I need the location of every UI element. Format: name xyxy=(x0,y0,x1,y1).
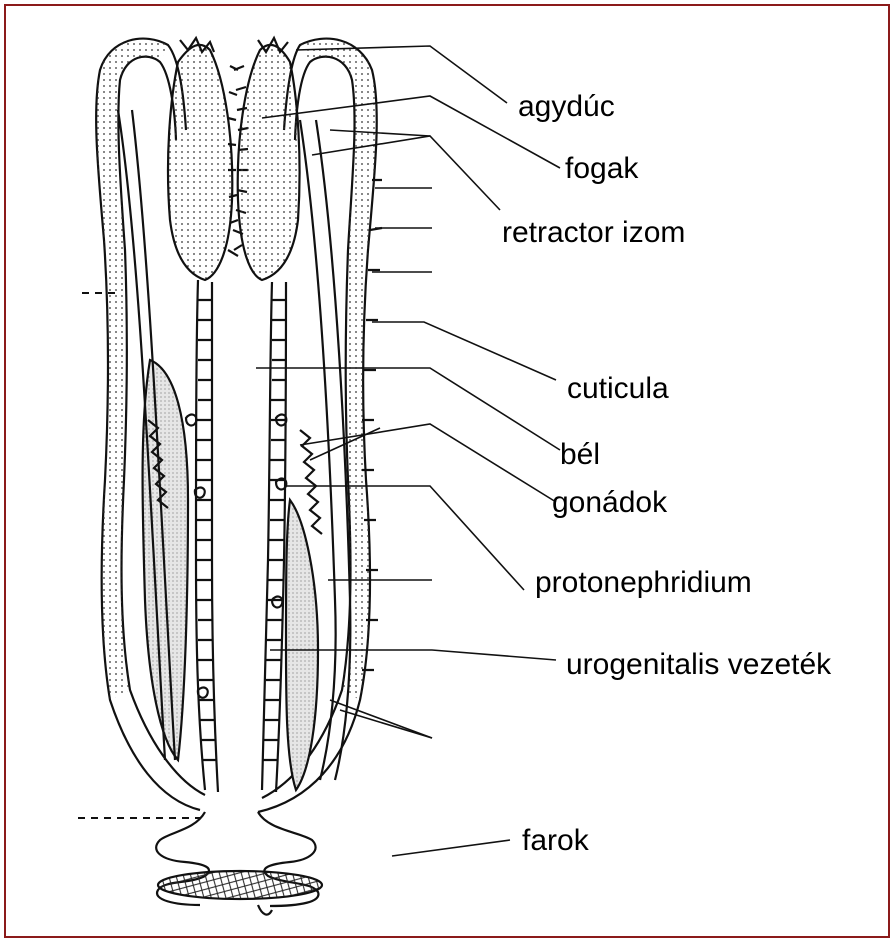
label-gonadok: gonádok xyxy=(552,488,667,518)
label-urogenitalis-vezetek: urogenitalis vezeték xyxy=(566,650,831,680)
right-body-wall xyxy=(228,38,382,812)
left-body-wall xyxy=(96,38,248,810)
label-bel: bél xyxy=(560,440,600,470)
label-fogak: fogak xyxy=(565,154,638,184)
label-farok: farok xyxy=(522,826,589,856)
label-retractor-izom: retractor izom xyxy=(502,218,685,248)
label-protonephridium: protonephridium xyxy=(535,568,752,598)
tail-drawing xyxy=(156,812,322,915)
label-agyduc: agydúc xyxy=(518,92,615,122)
label-cuticula: cuticula xyxy=(567,374,669,404)
